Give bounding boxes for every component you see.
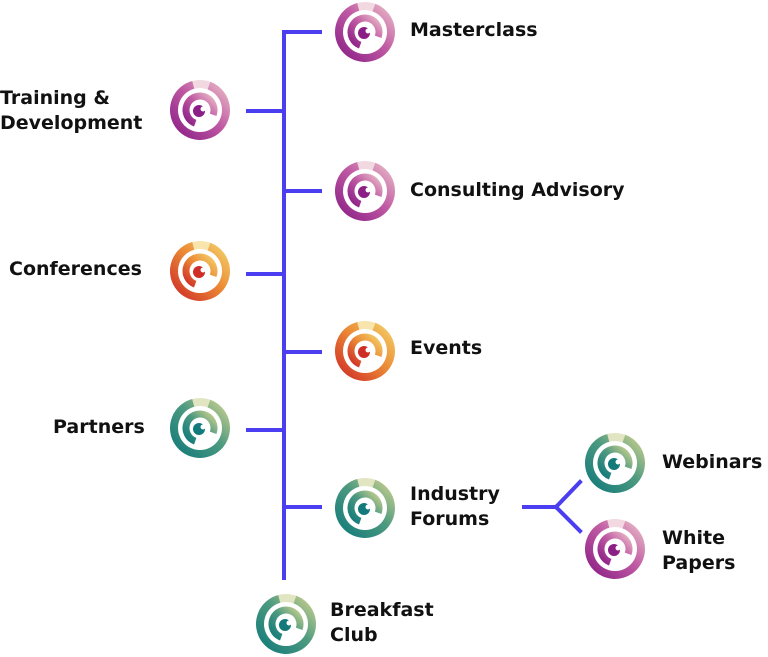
- label-line: Consulting Advisory: [410, 179, 625, 201]
- swirl-core-dot: [200, 106, 206, 112]
- webinars-swirl-icon: [585, 433, 645, 493]
- masterclass-swirl-icon: [335, 2, 395, 62]
- swirl-outer-ring: [256, 595, 316, 654]
- label-line: White: [662, 527, 725, 549]
- swirl-core-dot: [615, 545, 621, 551]
- swirl-highlight: [192, 80, 211, 90]
- swirl-core-dot: [365, 504, 371, 510]
- conferences-swirl-icon: [170, 241, 230, 301]
- swirl-outer-ring: [170, 81, 230, 140]
- swirl-inner-ring: [347, 490, 383, 525]
- swirl-inner-ring: [182, 253, 218, 288]
- label-webinars: Webinars: [662, 450, 762, 475]
- swirl-inner-ring: [347, 333, 383, 368]
- swirl-inner-ring: [347, 173, 383, 208]
- label-line: Masterclass: [410, 19, 538, 41]
- swirl-core-dot: [200, 424, 206, 430]
- label-breakfast-club: Breakfast Club: [330, 598, 434, 648]
- label-masterclass: Masterclass: [410, 18, 538, 43]
- fork-white-papers: [553, 504, 583, 534]
- label-line: Industry: [410, 483, 500, 505]
- swirl-highlight: [607, 433, 626, 443]
- label-white-papers: White Papers: [662, 526, 735, 576]
- swirl-inner-ring: [268, 606, 304, 641]
- swirl-core-dot: [615, 459, 621, 465]
- label-line: Training &: [0, 87, 110, 109]
- label-line: Breakfast: [330, 599, 434, 621]
- events-swirl-icon: [335, 321, 395, 381]
- swirl-core-dot: [365, 28, 371, 34]
- swirl-outer-ring: [335, 162, 395, 221]
- swirl-highlight: [192, 398, 211, 408]
- label-line: Development: [0, 112, 143, 134]
- label-line: Partners: [53, 416, 145, 438]
- label-line: Events: [410, 337, 483, 359]
- swirl-highlight: [357, 321, 376, 331]
- label-industry-forums: Industry Forums: [410, 482, 500, 532]
- swirl-outer-ring: [335, 322, 395, 381]
- label-conferences: Conferences: [9, 257, 142, 282]
- swirl-core-dot: [200, 267, 206, 273]
- swirl-outer-ring: [335, 479, 395, 538]
- swirl-highlight: [607, 519, 626, 529]
- swirl-inner-ring: [347, 14, 383, 49]
- swirl-outer-ring: [585, 434, 645, 493]
- swirl-core-dot: [286, 620, 292, 626]
- label-training: Training & Development: [0, 86, 142, 136]
- swirl-outer-ring: [585, 520, 645, 579]
- swirl-core-dot: [365, 187, 371, 193]
- label-events: Events: [410, 336, 482, 361]
- label-line: Forums: [410, 508, 490, 530]
- swirl-outer-ring: [170, 399, 230, 458]
- consulting-swirl-icon: [335, 161, 395, 221]
- fork-webinars: [553, 479, 583, 510]
- white-papers-swirl-icon: [585, 519, 645, 579]
- swirl-core-dot: [365, 347, 371, 353]
- swirl-outer-ring: [335, 3, 395, 62]
- swirl-inner-ring: [182, 410, 218, 445]
- breakfast-club-swirl-icon: [256, 594, 316, 654]
- swirl-highlight: [278, 594, 297, 604]
- swirl-inner-ring: [597, 445, 633, 480]
- swirl-highlight: [357, 161, 376, 171]
- swirl-highlight: [192, 241, 211, 251]
- label-partners: Partners: [53, 415, 145, 440]
- swirl-highlight: [357, 478, 376, 488]
- industry-forums-swirl-icon: [335, 478, 395, 538]
- partners-swirl-icon: [170, 398, 230, 458]
- label-line: Papers: [662, 552, 736, 574]
- label-consulting: Consulting Advisory: [410, 178, 625, 203]
- swirl-outer-ring: [170, 242, 230, 301]
- label-line: Conferences: [9, 258, 142, 280]
- swirl-inner-ring: [597, 531, 633, 566]
- training-swirl-icon: [170, 80, 230, 140]
- swirl-highlight: [357, 2, 376, 12]
- label-line: Club: [330, 624, 378, 646]
- swirl-inner-ring: [182, 92, 218, 127]
- label-line: Webinars: [662, 451, 763, 473]
